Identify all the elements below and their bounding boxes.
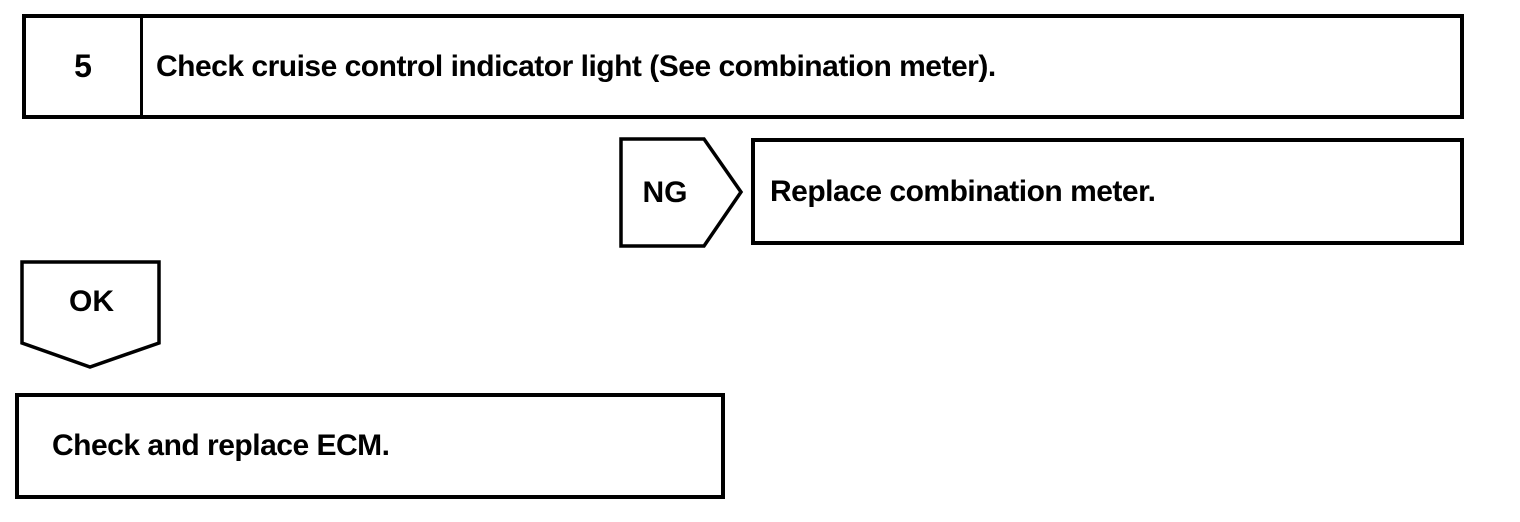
step-instruction: Check cruise control indicator light (Se… [156,49,996,83]
ng-pentagon-icon [619,137,744,248]
ok-action-text: Check and replace ECM. [52,429,390,462]
ok-label: OK [69,285,114,318]
ng-connector: NG [619,137,745,249]
ok-action-box: Check and replace ECM. [15,393,725,499]
ok-connector: OK [20,260,163,371]
step-number: 5 [74,48,92,84]
ok-pentagon-icon [20,260,161,369]
step-number-cell: 5 [26,18,143,115]
ng-label: NG [642,176,688,209]
ng-action-box: Replace combination meter. [751,138,1464,245]
step-box: 5 Check cruise control indicator light (… [22,14,1464,119]
ng-action-text: Replace combination meter. [770,174,1156,208]
